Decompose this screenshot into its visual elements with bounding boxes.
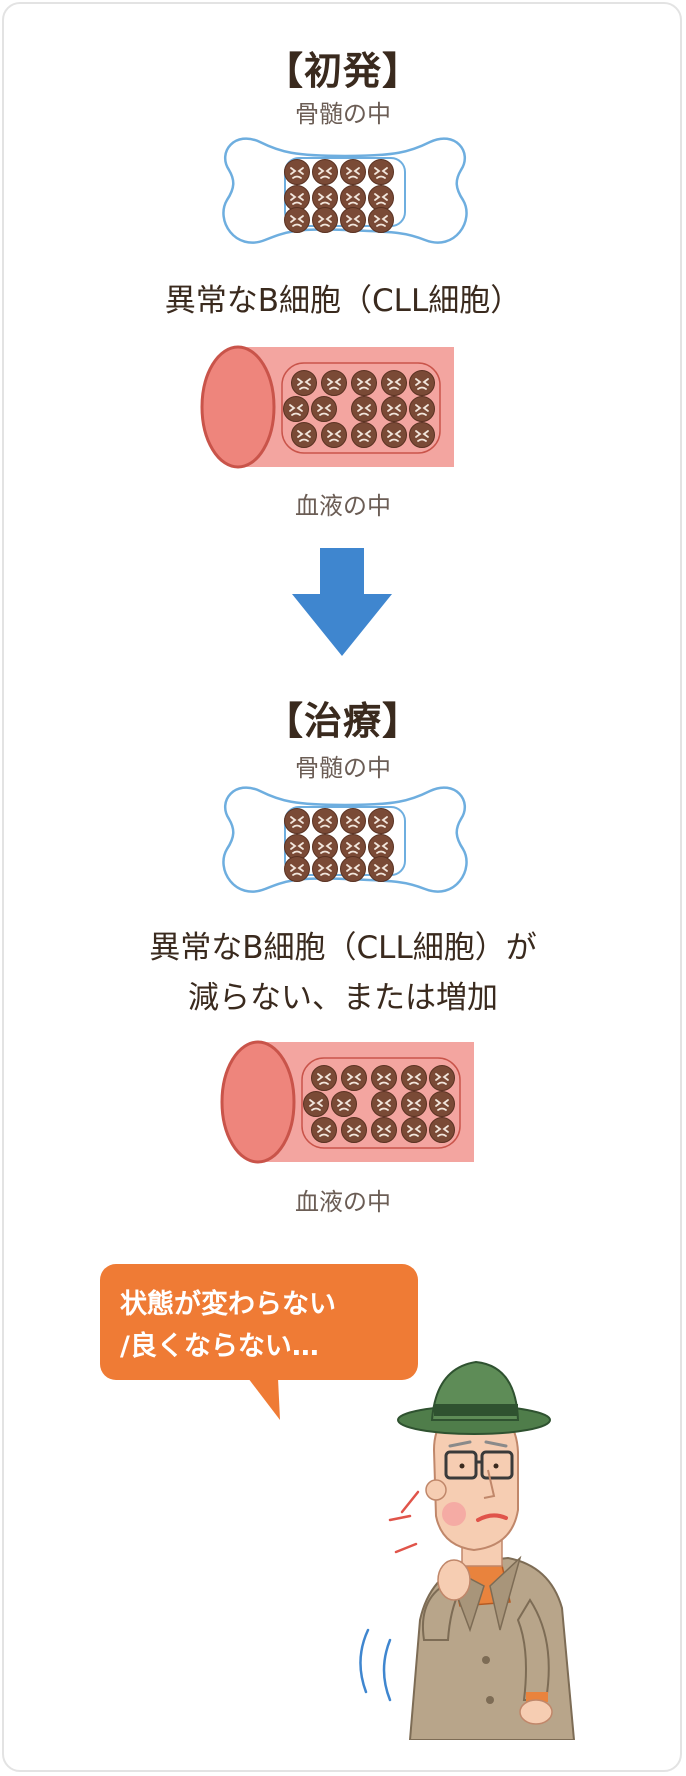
down-arrow-icon [292, 548, 392, 656]
worried-man-illustration [359, 1360, 576, 1740]
section1-blood-label: 血液の中 [295, 492, 391, 520]
section2-bone-label: 骨髄の中 [295, 754, 391, 782]
section2-blood-label: 血液の中 [295, 1188, 391, 1216]
section2-caption-line1: 異常なB細胞（CLL細胞）が [149, 930, 537, 966]
speech-line2: /良くならない… [120, 1331, 319, 1362]
bone-marrow-figure-2 [222, 786, 468, 893]
bone-marrow-figure-1 [222, 137, 468, 244]
section1-heading: 【初発】 [264, 49, 421, 93]
section2-heading: 【治療】 [264, 699, 421, 743]
section1-bone-label: 骨髄の中 [295, 100, 391, 128]
section1-caption: 異常なB細胞（CLL細胞） [164, 283, 522, 319]
speech-line1: 状態が変わらない [120, 1289, 336, 1320]
blood-vessel-figure-1 [200, 345, 454, 469]
speech-bubble [100, 1264, 418, 1420]
blood-vessel-figure-2 [220, 1040, 474, 1164]
section2-caption-line2: 減らない、または増加 [188, 980, 498, 1016]
